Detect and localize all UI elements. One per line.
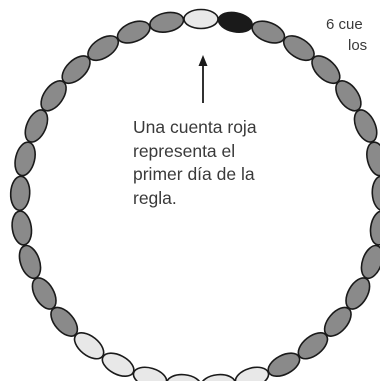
light-bead: [200, 373, 236, 386]
dark-bead: [116, 20, 151, 44]
light-bead: [183, 8, 219, 30]
side-note-line-2: los: [348, 37, 368, 54]
arrow: [198, 55, 208, 103]
light-bead: [132, 366, 168, 386]
side-note: 6 cue los: [326, 14, 380, 64]
caption-line-1: Una cuenta roja: [133, 117, 257, 137]
light-bead: [101, 352, 135, 378]
side-note-line-1: 6 cue: [326, 16, 363, 33]
dark-bead: [251, 20, 286, 44]
light-bead: [234, 366, 270, 386]
dark-bead: [40, 80, 67, 112]
dark-bead: [371, 175, 380, 212]
dark-bead: [31, 277, 57, 310]
dark-bead: [149, 11, 185, 33]
dark-bead: [360, 244, 380, 280]
dark-bead: [14, 141, 36, 177]
dark-bead: [18, 244, 42, 280]
caption-line-4: regla.: [133, 187, 177, 208]
light-bead: [166, 373, 202, 386]
caption-line-2: representa el: [133, 140, 236, 161]
dark-bead: [366, 141, 380, 177]
caption: Una cuenta roja representa el primer día…: [133, 116, 323, 210]
caption-line-3: primer día de la: [133, 164, 255, 184]
dark-bead: [24, 109, 49, 143]
red-bead: [217, 11, 253, 33]
dark-bead: [369, 210, 380, 246]
dark-bead: [267, 352, 301, 378]
dark-bead: [11, 210, 33, 246]
dark-bead: [353, 109, 378, 143]
dark-bead: [9, 175, 31, 212]
